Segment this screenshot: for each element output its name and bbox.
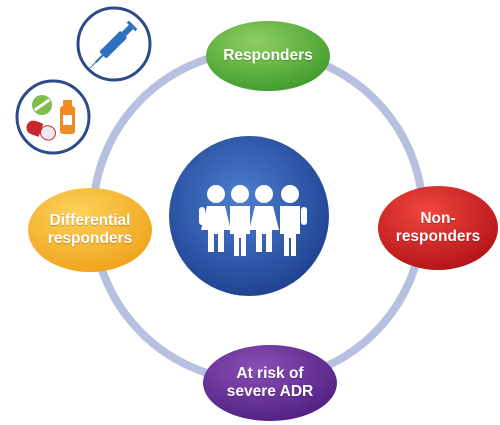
label-at-risk-severe-adr: At risk of severe ADR: [226, 364, 314, 400]
pills-icon: [15, 79, 91, 155]
label-differential-responders: Differential responders: [47, 211, 133, 247]
node-non-responders: [378, 186, 498, 270]
label-non-responders: Non- responders: [395, 209, 481, 245]
node-responders: [206, 21, 330, 91]
people-group-icon: [199, 185, 307, 256]
label-responders: Responders: [223, 46, 313, 64]
syringe-icon: [76, 6, 152, 82]
node-at-risk-severe-adr: [203, 345, 337, 421]
node-differential-responders: [28, 188, 152, 272]
